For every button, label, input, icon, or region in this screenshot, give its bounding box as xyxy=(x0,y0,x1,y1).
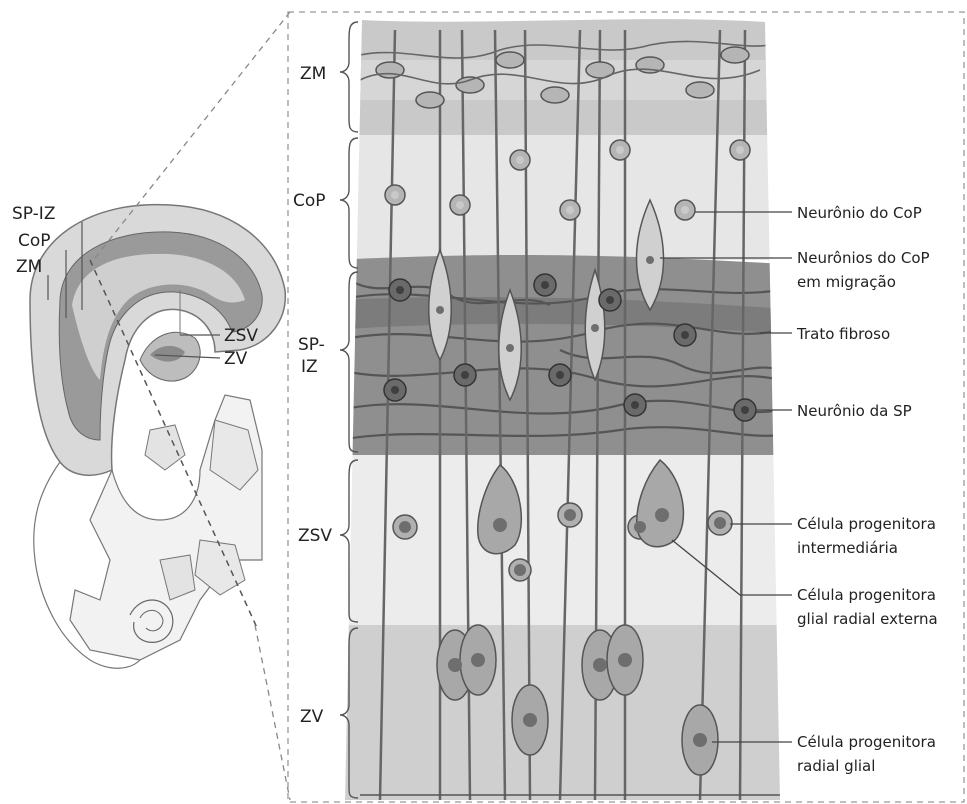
brain-section xyxy=(30,205,285,669)
annotation-neuronio-sp: Neurônio da SP xyxy=(797,402,912,420)
annotation-progenitora-intermediaria-1: Célula progenitora xyxy=(797,515,936,533)
zone-label-zv: ZV xyxy=(300,707,324,727)
zone-label-zsv: ZSV xyxy=(298,526,332,546)
annotation-radial-glial-2: radial glial xyxy=(797,757,875,775)
zone-label-zm: ZM xyxy=(300,64,326,84)
projection-line-bottom xyxy=(255,625,290,800)
annotation-trato-fibroso: Trato fibroso xyxy=(796,325,890,343)
annotation-neuronio-cop: Neurônio do CoP xyxy=(797,204,922,222)
section-label-zm: ZM xyxy=(16,257,42,277)
annotation-neuronios-migracao-2: em migração xyxy=(797,273,896,291)
zone-label-sp-iz-line1: SP- xyxy=(298,335,325,355)
zone-label-sp-iz-line2: IZ xyxy=(301,357,318,377)
cortex-column xyxy=(330,10,800,804)
annotation-glial-radial-externa-1: Célula progenitora xyxy=(797,586,936,604)
annotation-progenitora-intermediaria-2: intermediária xyxy=(797,539,898,557)
annotation-glial-radial-externa-2: glial radial externa xyxy=(797,610,938,628)
section-label-cop: CoP xyxy=(18,231,51,251)
section-label-zsv: ZSV xyxy=(224,326,258,346)
section-label-sp-iz: SP-IZ xyxy=(12,204,55,224)
annotation-radial-glial-1: Célula progenitora xyxy=(797,733,936,751)
zone-label-cop: CoP xyxy=(293,191,326,211)
annotation-neuronios-migracao-1: Neurônios do CoP xyxy=(797,249,930,267)
section-label-zv: ZV xyxy=(224,349,248,369)
